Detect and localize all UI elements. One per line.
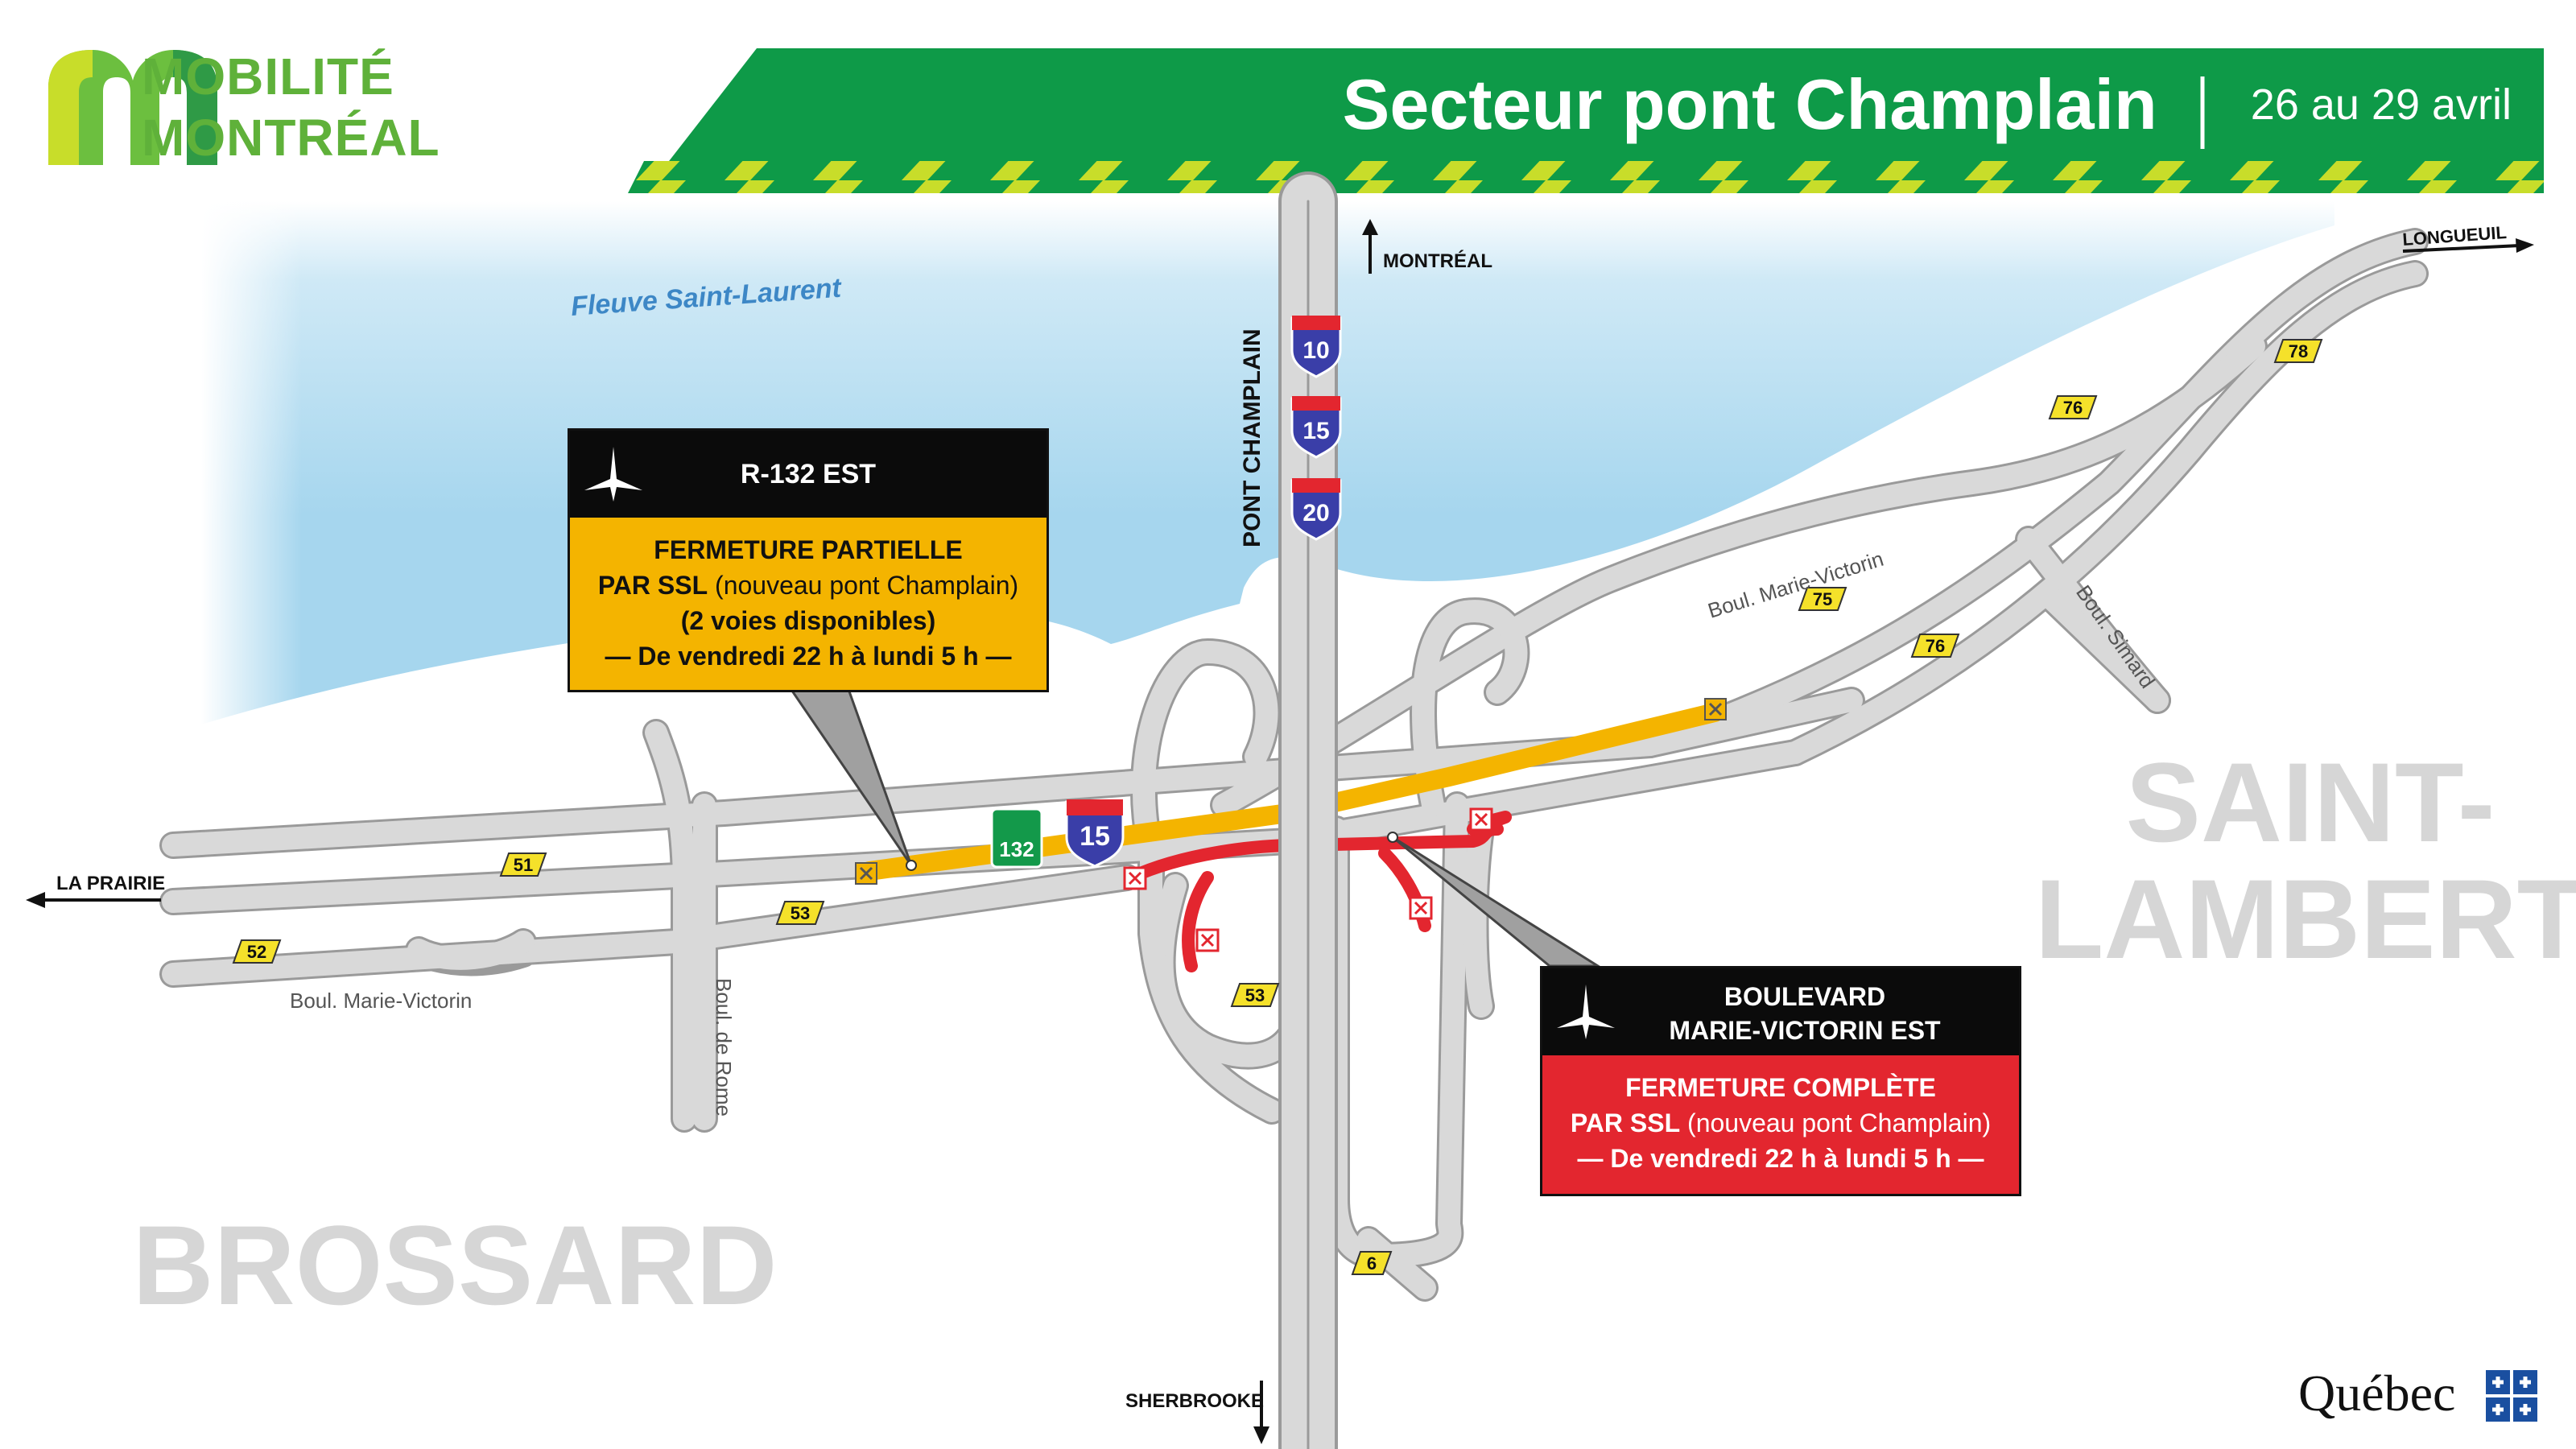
exit-53-west-label: 53 bbox=[791, 903, 810, 923]
highway-icon bbox=[1557, 985, 1615, 1039]
exit-75: 75 bbox=[1798, 587, 1847, 611]
direction-montreal: MONTRÉAL bbox=[1362, 219, 1492, 274]
bridge-label: PONT CHAMPLAIN bbox=[1239, 328, 1265, 547]
partial-marker-east bbox=[1704, 698, 1727, 720]
notice-partial: R-132 EST FERMETURE PARTIELLE PAR SSL (n… bbox=[568, 428, 1049, 692]
direction-laprairie-label: LA PRAIRIE bbox=[56, 873, 165, 894]
quebec-logo: Québec bbox=[2298, 1364, 2537, 1422]
direction-sherbrooke-label: SHERBROOKE bbox=[1125, 1390, 1264, 1412]
direction-sherbrooke: SHERBROOKE bbox=[1125, 1381, 1269, 1444]
street-marie-victorin-east: Boul. Marie-Victorin bbox=[1705, 547, 1886, 623]
partial-marker-west bbox=[855, 862, 877, 885]
shield-a15-bridge-number: 15 bbox=[1302, 418, 1329, 444]
exit-76-a-label: 76 bbox=[2063, 398, 2083, 418]
exit-51-label: 51 bbox=[514, 855, 533, 875]
notice-partial-by-rest: (nouveau pont Champlain) bbox=[708, 571, 1019, 600]
direction-longueuil: LONGUEUIL bbox=[2402, 222, 2534, 253]
shield-a15-bridge: 15 bbox=[1290, 396, 1342, 459]
notice-complete-period: — De vendredi 22 h à lundi 5 h — bbox=[1577, 1144, 1984, 1173]
exit-6-label: 6 bbox=[1367, 1253, 1377, 1274]
exit-51: 51 bbox=[499, 852, 547, 877]
closed-marker-2 bbox=[1195, 928, 1220, 952]
notice-complete-by-rest: (nouveau pont Champlain) bbox=[1680, 1108, 1992, 1137]
notice-complete-road-2: MARIE-VICTORIN EST bbox=[1669, 1016, 1941, 1045]
shield-a10: 10 bbox=[1290, 316, 1342, 378]
highway-icon bbox=[584, 447, 642, 502]
date-range: 26 au 29 avril bbox=[2250, 80, 2512, 129]
notice-partial-status: FERMETURE PARTIELLE bbox=[654, 535, 963, 564]
exit-52-label: 52 bbox=[247, 942, 266, 962]
city-brossard: BROSSARD bbox=[132, 1202, 777, 1328]
brand-logo bbox=[48, 50, 217, 165]
shield-r132: 132 bbox=[990, 807, 1043, 869]
shield-r132-number: 132 bbox=[999, 837, 1034, 861]
shield-a15-route-number: 15 bbox=[1080, 821, 1110, 852]
notice-partial-road: R-132 EST bbox=[740, 459, 877, 489]
notice-complete: BOULEVARD MARIE-VICTORIN EST FERMETURE C… bbox=[1540, 966, 2021, 1196]
closed-marker-3 bbox=[1409, 896, 1433, 920]
brand-line-1: MOBILITÉ bbox=[142, 47, 394, 105]
notice-complete-status: FERMETURE COMPLÈTE bbox=[1625, 1073, 1936, 1102]
closed-marker-1 bbox=[1123, 866, 1147, 890]
closed-marker-4 bbox=[1469, 807, 1493, 832]
street-marie-victorin-west: Boul. Marie-Victorin bbox=[290, 989, 472, 1013]
exit-53-west: 53 bbox=[775, 901, 825, 925]
notice-partial-lanes: (2 voies disponibles) bbox=[680, 606, 936, 635]
city-saint-lambert-2: LAMBERT bbox=[2035, 856, 2576, 982]
exit-tags: 51 52 53 53 75 76 76 78 6 bbox=[232, 339, 2323, 1275]
brand-line-2: MONTRÉAL bbox=[142, 109, 440, 167]
exit-76-b-label: 76 bbox=[1926, 636, 1945, 656]
closure-markers bbox=[855, 698, 1727, 952]
notice-partial-period: — De vendredi 22 h à lundi 5 h — bbox=[605, 642, 1012, 671]
notice-partial-by-bold: PAR SSL bbox=[597, 571, 708, 600]
exit-76-b: 76 bbox=[1910, 634, 1960, 658]
notice-complete-road-1: BOULEVARD bbox=[1724, 982, 1886, 1011]
exit-75-label: 75 bbox=[1813, 589, 1832, 609]
exit-76-a: 76 bbox=[2048, 395, 2098, 419]
notice-partial-by: PAR SSL (nouveau pont Champlain) bbox=[570, 568, 1046, 603]
shield-a20-number: 20 bbox=[1302, 500, 1329, 526]
direction-montreal-label: MONTRÉAL bbox=[1383, 250, 1492, 272]
quebec-logo-text: Québec bbox=[2298, 1364, 2455, 1422]
shield-a20: 20 bbox=[1290, 478, 1342, 541]
exit-53-center-label: 53 bbox=[1245, 985, 1265, 1005]
exit-78-label: 78 bbox=[2289, 341, 2308, 361]
shield-a10-number: 10 bbox=[1302, 337, 1329, 364]
notice-complete-by: PAR SSL (nouveau pont Champlain) bbox=[1542, 1105, 2019, 1141]
city-saint-lambert-1: SAINT- bbox=[2126, 739, 2496, 865]
banner-title: Secteur pont Champlain 26 au 29 avril bbox=[1288, 64, 2512, 145]
shield-a15-route: 15 bbox=[1065, 799, 1125, 868]
direction-laprairie: LA PRAIRIE bbox=[26, 873, 165, 908]
notice-complete-by-bold: PAR SSL bbox=[1570, 1108, 1681, 1137]
pointer-partial bbox=[782, 679, 913, 866]
header-banner bbox=[628, 48, 2544, 193]
exit-6: 6 bbox=[1351, 1251, 1393, 1275]
street-de-rome: Boul. de Rome bbox=[712, 978, 736, 1117]
exit-78: 78 bbox=[2273, 339, 2323, 363]
exit-52: 52 bbox=[232, 939, 282, 964]
exit-53-center: 53 bbox=[1230, 983, 1280, 1007]
page-title: Secteur pont Champlain bbox=[1342, 64, 2157, 144]
